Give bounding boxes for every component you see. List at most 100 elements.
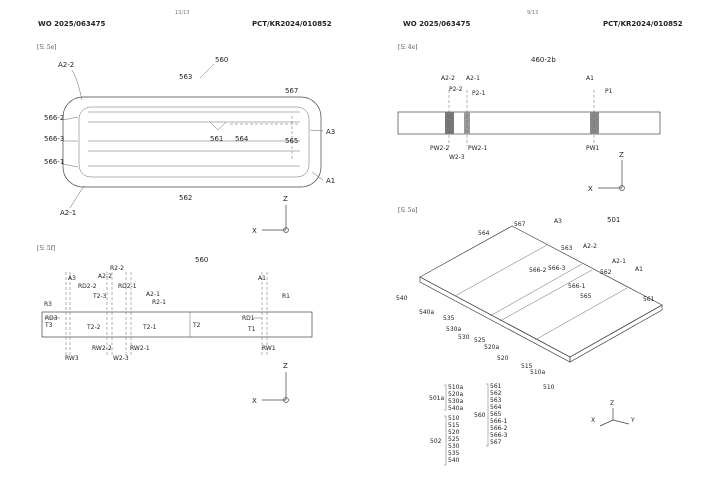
fig4e-axis-z: Z xyxy=(619,151,624,159)
fig5a-label-564: 564 xyxy=(478,230,490,237)
fig5f-label-t2: T2 xyxy=(192,322,201,329)
fig4e-axis-x: X xyxy=(588,185,593,193)
fig5f-label-rw2-2: RW2-2 xyxy=(92,345,112,352)
fig4e-label-p2-2: P2-2 xyxy=(449,86,463,93)
fig5a-ref: 501 xyxy=(607,216,620,224)
fig5a-label-567: 567 xyxy=(514,221,526,228)
fig4e-ref: 460-2b xyxy=(531,56,556,64)
fig5f-label-rd2-1: RD2-1 xyxy=(118,283,137,290)
fig5e-label-565: 565 xyxy=(285,137,298,145)
fig5a-label-563: 563 xyxy=(561,245,573,252)
fig5f-strip xyxy=(41,311,313,338)
fig5a-label-540a: 540a xyxy=(419,309,434,316)
fig5a-panel-side-face xyxy=(569,304,663,363)
fig4e-strip xyxy=(397,111,661,135)
fig5f-label-a3: A3 xyxy=(68,275,76,282)
fig5f-label-t2-1: T2-1 xyxy=(142,324,157,331)
fig5f-label-t1: T1 xyxy=(247,326,256,333)
fig5f-label-t2-2: T2-2 xyxy=(86,324,101,331)
legend-501a-label: 501a xyxy=(429,395,444,402)
fig4e-label-pw2-2: PW2-2 xyxy=(430,145,450,152)
fig4e-dashes xyxy=(448,90,595,146)
fig5a-label-540: 540 xyxy=(396,295,408,302)
legend-502-item: 520 xyxy=(448,429,460,436)
fig5a-label-565: 565 xyxy=(580,293,592,300)
fig5e-label-a3: A3 xyxy=(326,128,335,136)
fig4e-label-pw1: PW1 xyxy=(586,145,600,152)
legend-501a-bracket xyxy=(444,384,447,411)
fig5e-leaders-left xyxy=(62,116,79,168)
right-app-number: PCT/KR2024/010852 xyxy=(603,20,683,28)
fig5f-axis: Z X xyxy=(252,362,289,405)
fig5a-label-510: 510 xyxy=(543,384,555,391)
fig5a-axis-lines xyxy=(599,408,630,427)
fig4e-label-a2-2: A2-2 xyxy=(441,75,455,82)
fig5f-label-rw1: RW1 xyxy=(262,345,276,352)
fig5e-middle-channel xyxy=(88,140,300,152)
fig5e-axis-origin xyxy=(283,227,289,233)
legend-502-item: 530 xyxy=(448,443,460,450)
fig5e-label-566-1: 566-1 xyxy=(44,158,64,166)
legend-560-item: 563 xyxy=(490,397,502,404)
fig5e-ref-leader xyxy=(199,63,215,79)
fig5e-upper-channel xyxy=(88,111,300,123)
left-page-number: 13/13 xyxy=(175,10,190,16)
fig5e-axis: Z X xyxy=(252,195,289,235)
legend-502-item: 515 xyxy=(448,422,460,429)
fig5f-label-t2-3: T2-3 xyxy=(92,293,107,300)
fig5e-axis-z: Z xyxy=(283,195,288,203)
fig5f-label-w2-3: W2-3 xyxy=(113,355,129,362)
legend-560-item: 562 xyxy=(490,390,502,397)
fig5e-label-a1: A1 xyxy=(326,177,335,185)
fig5f: 560 A3 RD2-2 R2-2 A2-2 RD2-1 A2-1 R2-1 A… xyxy=(41,256,313,405)
fig5f-label-r3: R3 xyxy=(44,301,52,308)
fig5a-label-525: 525 xyxy=(474,337,486,344)
fig5a-legend: 501a 510a 520a 530a 540a 502 510 515 520… xyxy=(429,383,508,466)
legend-501a-item: 540a xyxy=(448,405,463,412)
fig5a-label-a1: A1 xyxy=(635,266,643,273)
legend-501a-item: 520a xyxy=(448,391,463,398)
fig5a-label-520a: 520a xyxy=(484,344,499,351)
fig5f-label-a1: A1 xyxy=(258,275,266,282)
fig5a-axis: Z X Y xyxy=(591,400,635,427)
fig5e-inner-outline xyxy=(78,106,310,178)
fig5a-caption: [도 5a] xyxy=(398,207,418,214)
fig5f-axis-z: Z xyxy=(283,362,288,370)
legend-502-label: 502 xyxy=(430,438,442,445)
fig5e-label-566-2: 566-2 xyxy=(44,114,64,122)
legend-560-label: 560 xyxy=(474,412,486,419)
fig5e-outer-outline xyxy=(62,96,322,188)
fig5f-ref: 560 xyxy=(195,256,208,264)
legend-502-item: 525 xyxy=(448,436,460,443)
fig4e-label-a2-1: A2-1 xyxy=(466,75,480,82)
fig5a-label-a2-2: A2-2 xyxy=(583,243,597,250)
legend-560-item: 564 xyxy=(490,404,502,411)
fig4e-axis-origin xyxy=(619,185,625,191)
fig5a-label-515: 515 xyxy=(521,363,533,370)
fig5e-label-566-3: 566-3 xyxy=(44,135,64,143)
fig5a-label-a3: A3 xyxy=(554,218,562,225)
fig5e-marker xyxy=(209,121,227,131)
legend-560-item: 567 xyxy=(490,439,502,446)
fig5e-axis-x: X xyxy=(252,227,257,235)
legend-501a-item: 530a xyxy=(448,398,463,405)
fig5f-label-rd2-2: RD2-2 xyxy=(78,283,97,290)
fig5a-axis-x: X xyxy=(591,417,595,424)
fig4e-label-w2-3: W2-3 xyxy=(449,154,465,161)
fig5e-label-562: 562 xyxy=(179,194,192,202)
fig5a-label-566-3: 566-3 xyxy=(548,265,566,272)
right-pub-number: WO 2025/063475 xyxy=(403,20,471,28)
fig5f-label-r2-2: R2-2 xyxy=(110,265,124,272)
fig4e-label-pw2-1: PW2-1 xyxy=(468,145,488,152)
fig4e-axis-lines xyxy=(598,160,623,189)
fig4e-pattern-p1 xyxy=(590,112,599,134)
fig4e-caption: [도 4e] xyxy=(398,44,418,51)
fig5e-label-564: 564 xyxy=(235,135,249,143)
fig5f-label-r1: R1 xyxy=(282,293,290,300)
fig5e-leader-a2-2 xyxy=(71,69,83,101)
fig4e-label-a1: A1 xyxy=(586,75,594,82)
fig5e-leader-a2-1 xyxy=(69,185,85,209)
fig4e-axis: Z X xyxy=(588,151,625,193)
